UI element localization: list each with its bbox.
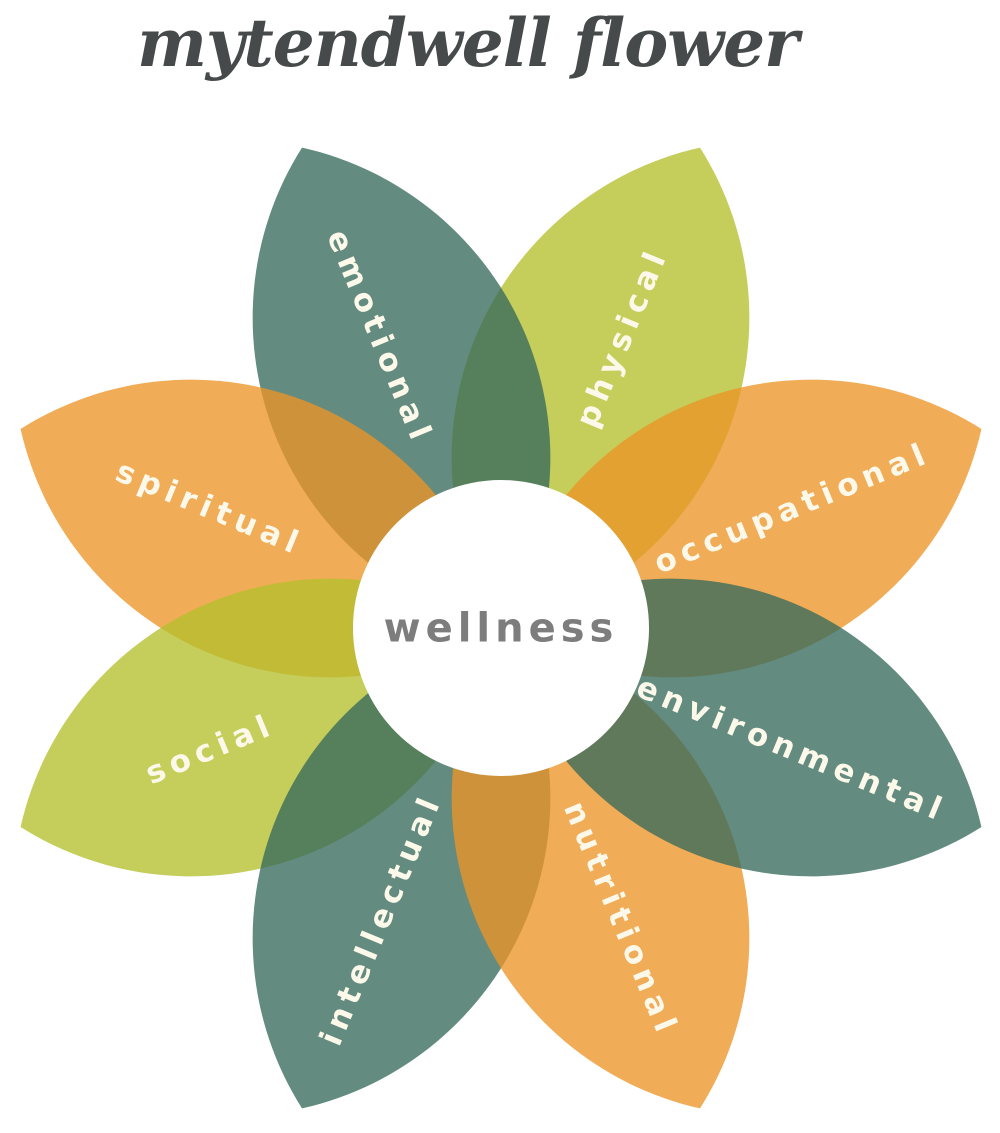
page-title: mytendwell flower bbox=[137, 4, 799, 82]
wellness-center-label: wellness bbox=[384, 606, 619, 652]
flower-center-circle bbox=[353, 480, 649, 776]
